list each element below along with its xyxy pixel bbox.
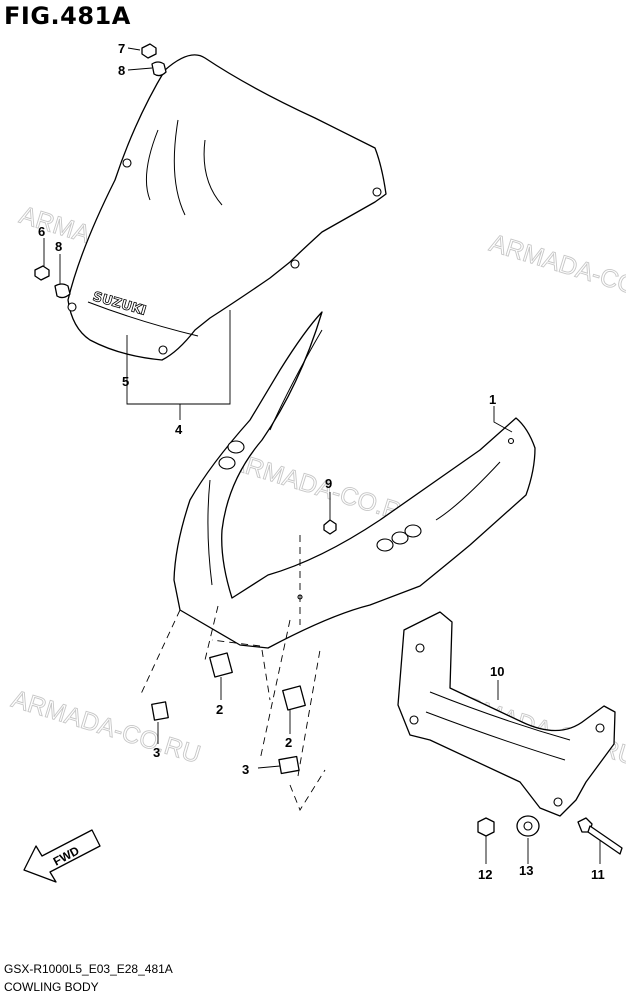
duct-port [391, 531, 409, 545]
screen-mount-hole [158, 345, 168, 355]
callout-6: 6 [38, 224, 45, 239]
grommet-9 [323, 519, 337, 535]
callout-11: 11 [591, 867, 605, 882]
section-name: COWLING BODY [4, 980, 99, 994]
bolt-11 [577, 817, 623, 855]
callout-2-right: 2 [285, 735, 292, 750]
callout-labels: 7 8 6 8 5 4 1 9 10 2 2 3 3 12 13 11 [38, 41, 605, 882]
cowling-bracket [397, 611, 616, 817]
well-nut-8-top [151, 61, 167, 77]
callout-13: 13 [519, 863, 533, 878]
callout-8-left: 8 [55, 239, 62, 254]
duct-port [376, 538, 394, 552]
callout-4: 4 [175, 422, 183, 437]
bracket-hole [415, 643, 425, 653]
cushion-13 [516, 815, 540, 837]
bracket-hole [553, 797, 563, 807]
callout-3-left: 3 [153, 745, 160, 760]
duct-port [404, 524, 422, 538]
screen-mount-hole [372, 187, 382, 197]
clip-nut-12 [477, 817, 495, 837]
cowling-body [173, 311, 536, 649]
screen-mount-hole [67, 302, 77, 312]
screw-6 [34, 265, 50, 281]
cowl-hole [507, 437, 515, 445]
callout-2-left: 2 [216, 702, 223, 717]
watermark-2: ARMADA-CO.RU [486, 229, 626, 313]
duct-port [227, 440, 245, 454]
callout-1: 1 [489, 392, 496, 407]
screen-mount-hole [122, 158, 132, 168]
screen-mount-hole [290, 259, 300, 269]
bracket-hole [595, 723, 605, 733]
callout-3-right: 3 [242, 762, 249, 777]
duct-port [218, 456, 236, 470]
model-code: GSX-R1000L5_E03_E28_481A [4, 962, 173, 976]
watermark-4: ARMADA-CO.RU [8, 685, 203, 769]
callout-7: 7 [118, 41, 125, 56]
callout-10: 10 [490, 664, 504, 679]
fwd-arrow-icon: FWD [23, 829, 101, 883]
pad-3-left [151, 701, 169, 721]
callout-9: 9 [325, 476, 332, 491]
callout-12: 12 [478, 867, 492, 882]
pad-2-left [209, 652, 233, 678]
leader-lines [43, 47, 601, 864]
windscreen: SUZUKI [67, 54, 387, 361]
figure-title: FIG.481A [4, 2, 131, 30]
bracket-hole [409, 715, 419, 725]
pad-3-right [278, 755, 300, 775]
callout-5: 5 [122, 374, 129, 389]
callout-8-top: 8 [118, 63, 125, 78]
well-nut-8-left [54, 283, 71, 299]
screw-7 [141, 43, 157, 59]
pad-2-right [282, 685, 306, 711]
